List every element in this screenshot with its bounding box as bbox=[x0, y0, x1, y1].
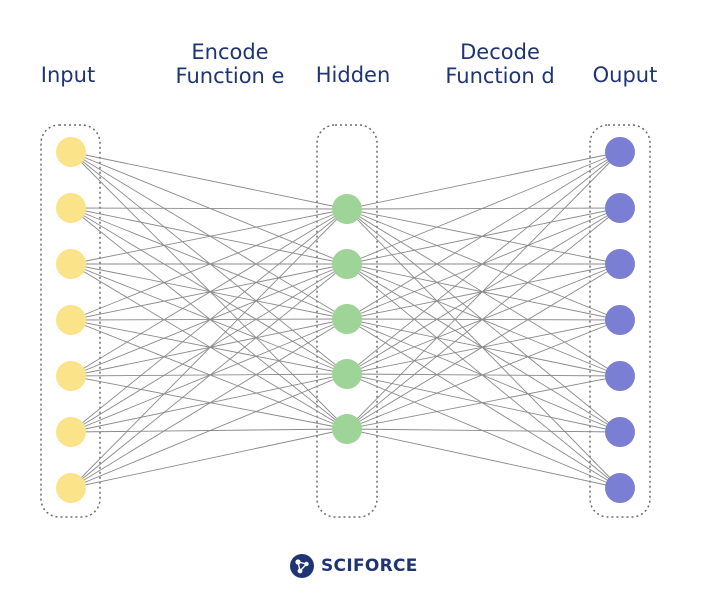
encode-edge bbox=[70, 263, 348, 375]
encode-label-line-2: Function e bbox=[175, 64, 285, 88]
decode-edge bbox=[346, 208, 621, 433]
decode-edge bbox=[346, 318, 621, 377]
encode-edge bbox=[70, 208, 348, 321]
encode-edge bbox=[70, 263, 348, 320]
encode-edge bbox=[70, 207, 348, 320]
output-node bbox=[605, 193, 635, 223]
decode-edge bbox=[346, 318, 621, 489]
output-node bbox=[605, 417, 635, 447]
output-node bbox=[605, 305, 635, 335]
encode-edge bbox=[70, 208, 348, 377]
encode-edge bbox=[70, 318, 348, 321]
encode-edge bbox=[70, 151, 348, 320]
sciforce-logo-icon bbox=[290, 554, 314, 578]
encode-edge bbox=[70, 151, 348, 375]
decode-label-line-2: Function d bbox=[445, 64, 555, 88]
decode-edge bbox=[346, 208, 621, 321]
decode-edge bbox=[346, 151, 621, 320]
decode-edge bbox=[346, 263, 621, 430]
decode-edge bbox=[346, 263, 621, 489]
encode-edge bbox=[70, 208, 348, 265]
input-node bbox=[56, 305, 86, 335]
decode-edge bbox=[346, 319, 621, 430]
decode-edge bbox=[346, 428, 621, 433]
decode-label-line-1: Decode bbox=[460, 40, 540, 64]
encode-edge bbox=[70, 428, 348, 433]
hidden-node bbox=[332, 194, 362, 224]
encode-edge bbox=[70, 207, 348, 430]
output-node bbox=[605, 137, 635, 167]
encode-edge bbox=[70, 151, 348, 265]
input-node bbox=[56, 361, 86, 391]
encode-edge bbox=[70, 318, 348, 489]
input-node bbox=[56, 193, 86, 223]
encode-edge bbox=[70, 428, 348, 489]
input-node bbox=[56, 473, 86, 503]
decode-edge bbox=[346, 373, 621, 377]
hidden-layer-label: Hidden bbox=[315, 63, 391, 87]
encode-function-label: Encode Function e bbox=[150, 40, 310, 88]
sciforce-logo-text: SCIFORCE bbox=[321, 556, 418, 576]
decode-edge bbox=[346, 207, 621, 210]
encode-label-line-1: Encode bbox=[191, 40, 269, 64]
encode-edge bbox=[70, 263, 348, 430]
sciforce-logo: SCIFORCE bbox=[289, 553, 418, 579]
output-layer-box bbox=[589, 124, 651, 518]
input-layer-box bbox=[40, 124, 101, 518]
hidden-node bbox=[332, 359, 362, 389]
encode-edge bbox=[70, 319, 348, 430]
decode-edge bbox=[346, 151, 621, 265]
output-node bbox=[605, 249, 635, 279]
encode-edge bbox=[70, 207, 348, 375]
encode-edge bbox=[70, 375, 348, 430]
decode-edge bbox=[346, 318, 621, 433]
encode-edge bbox=[70, 208, 348, 433]
encode-edge bbox=[70, 208, 348, 489]
decode-edge bbox=[346, 263, 621, 377]
decode-edge bbox=[346, 373, 621, 433]
decode-edge bbox=[346, 428, 621, 489]
decode-edge bbox=[346, 151, 621, 430]
output-node bbox=[605, 361, 635, 391]
encode-edge bbox=[70, 319, 348, 375]
input-node bbox=[56, 137, 86, 167]
input-node bbox=[56, 249, 86, 279]
hidden-node bbox=[332, 249, 362, 279]
encode-edge bbox=[70, 207, 348, 210]
encode-edge bbox=[70, 207, 348, 265]
decode-edge bbox=[346, 375, 621, 430]
hidden-layer-box bbox=[316, 124, 378, 518]
encode-edge bbox=[70, 373, 348, 377]
input-node bbox=[56, 417, 86, 447]
input-layer-label: Input bbox=[40, 63, 96, 87]
decode-edge bbox=[346, 373, 621, 489]
hidden-node bbox=[332, 304, 362, 334]
encode-edge bbox=[70, 373, 348, 489]
decode-edge bbox=[346, 151, 621, 375]
decode-edge bbox=[346, 318, 621, 321]
decode-edge bbox=[346, 207, 621, 430]
output-node bbox=[605, 473, 635, 503]
encode-edge bbox=[70, 263, 348, 489]
encode-edge bbox=[70, 151, 348, 210]
decode-edge bbox=[346, 208, 621, 377]
decode-edge bbox=[346, 151, 621, 210]
decode-edge bbox=[346, 208, 621, 265]
hidden-node bbox=[332, 414, 362, 444]
decode-function-label: Decode Function d bbox=[420, 40, 580, 88]
decode-edge bbox=[346, 263, 621, 321]
decode-edge bbox=[346, 263, 621, 433]
output-layer-label: Ouput bbox=[592, 63, 658, 87]
